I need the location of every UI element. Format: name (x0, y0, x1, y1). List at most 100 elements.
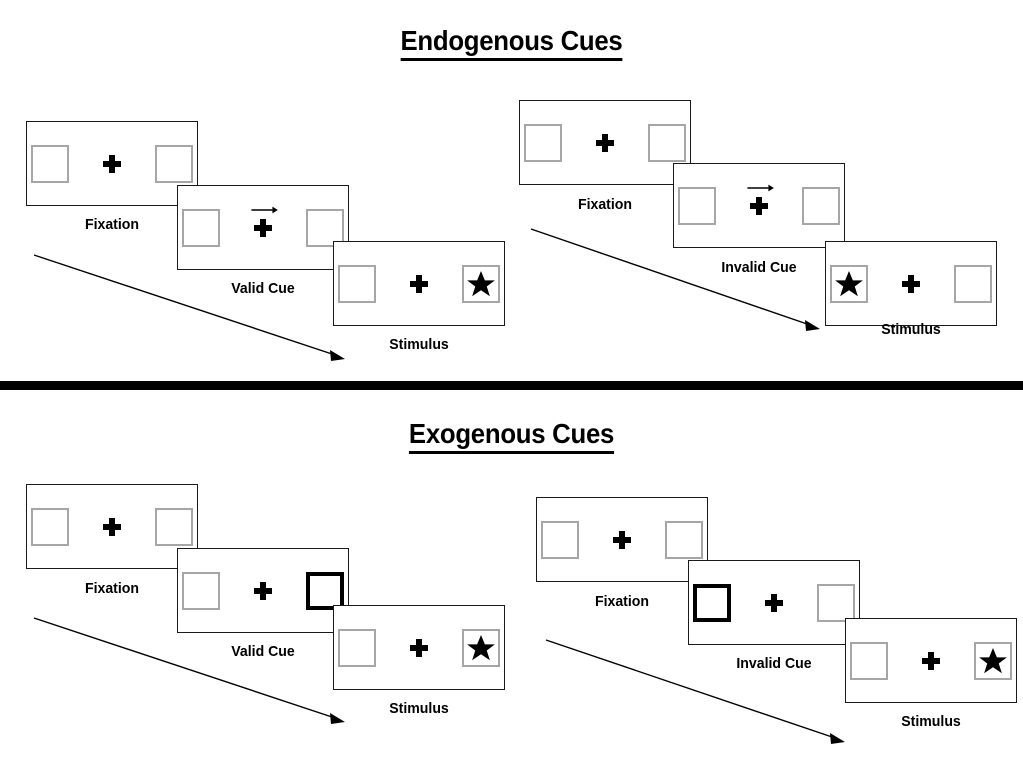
spacer (220, 590, 246, 591)
label-endogenous-valid-fixation: Fixation (84, 216, 140, 233)
label-endogenous-valid-cue: Valid Cue (231, 280, 295, 297)
panel-endogenous-valid-cue[interactable] (177, 185, 349, 270)
spacer (948, 660, 974, 661)
fixation-cross-wrap (246, 581, 280, 600)
section-title-endogenous: Endogenous Cues (41, 25, 982, 61)
fixation-cross-wrap (588, 133, 622, 152)
spacer (731, 602, 757, 603)
star-icon (467, 634, 495, 660)
spacer (280, 227, 306, 228)
star-icon (835, 270, 863, 296)
panel-endogenous-invalid-stimulus[interactable] (825, 241, 997, 326)
arrow-right-icon (747, 184, 774, 191)
section-divider (0, 381, 1023, 390)
fixation-cross-wrap (402, 638, 436, 657)
fixation-cross-wrap (95, 517, 129, 536)
panel-content (537, 498, 707, 581)
section-title-exogenous-text: Exogenous Cues (408, 418, 614, 454)
arrow-right-icon (251, 206, 278, 213)
spacer (69, 163, 95, 164)
spacer (280, 590, 306, 591)
panel-exogenous-invalid-stimulus[interactable] (845, 618, 1017, 703)
left-placeholder-box (338, 264, 376, 303)
spacer (888, 660, 914, 661)
panel-exogenous-invalid-fixation[interactable] (536, 497, 708, 582)
spacer (791, 602, 817, 603)
left-placeholder-box (541, 520, 579, 559)
plus-icon (902, 274, 920, 293)
label-endogenous-invalid-cue: Invalid Cue (721, 259, 797, 276)
right-target-box (974, 641, 1012, 680)
spacer (129, 526, 155, 527)
panel-content (674, 164, 844, 247)
panel-exogenous-valid-stimulus[interactable] (333, 605, 505, 690)
label-exogenous-invalid-stimulus: Stimulus (901, 713, 961, 730)
label-endogenous-invalid-fixation: Fixation (577, 196, 633, 213)
label-exogenous-valid-cue: Valid Cue (231, 643, 295, 660)
right-placeholder-box (665, 520, 703, 559)
label-endogenous-valid-stimulus: Stimulus (389, 336, 449, 353)
spacer (376, 647, 402, 648)
spacer (579, 539, 605, 540)
panel-endogenous-valid-stimulus[interactable] (333, 241, 505, 326)
spacer (622, 142, 648, 143)
plus-icon (410, 274, 428, 293)
panel-content (178, 549, 348, 632)
left-placeholder-box (524, 123, 562, 162)
spacer (716, 205, 742, 206)
fixation-cross-wrap (246, 206, 280, 237)
panel-content (27, 485, 197, 568)
spacer (436, 283, 462, 284)
left-placeholder-box (31, 144, 69, 183)
panel-content (846, 619, 1016, 702)
label-exogenous-invalid-cue: Invalid Cue (736, 655, 812, 672)
panel-content (689, 561, 859, 644)
panel-exogenous-invalid-cue[interactable] (688, 560, 860, 645)
left-placeholder-box (182, 571, 220, 610)
right-placeholder-box (648, 123, 686, 162)
fixation-cross-wrap (894, 274, 928, 293)
panel-exogenous-valid-fixation[interactable] (26, 484, 198, 569)
plus-icon (254, 218, 272, 237)
left-placeholder-box (31, 507, 69, 546)
spacer (69, 526, 95, 527)
panel-content (826, 242, 996, 325)
spacer (776, 205, 802, 206)
plus-icon (254, 581, 272, 600)
panel-content (178, 186, 348, 269)
spacer (928, 283, 954, 284)
spacer (376, 283, 402, 284)
right-placeholder-box (954, 264, 992, 303)
star-icon (979, 647, 1007, 673)
fixation-cross-wrap (757, 593, 791, 612)
right-target-box (462, 264, 500, 303)
panel-exogenous-valid-cue[interactable] (177, 548, 349, 633)
panel-content (334, 242, 504, 325)
left-placeholder-box (678, 186, 716, 225)
panel-endogenous-valid-fixation[interactable] (26, 121, 198, 206)
plus-icon (103, 517, 121, 536)
right-placeholder-box (306, 208, 344, 247)
plus-icon (410, 638, 428, 657)
right-placeholder-box (155, 507, 193, 546)
plus-icon (765, 593, 783, 612)
right-placeholder-box (817, 583, 855, 622)
label-exogenous-valid-stimulus: Stimulus (389, 700, 449, 717)
fixation-cross-wrap (914, 651, 948, 670)
label-exogenous-valid-fixation: Fixation (84, 580, 140, 597)
left-placeholder-box (182, 208, 220, 247)
star-icon (467, 270, 495, 296)
right-placeholder-box (155, 144, 193, 183)
section-title-exogenous: Exogenous Cues (41, 418, 982, 454)
label-exogenous-invalid-fixation: Fixation (594, 593, 650, 610)
plus-icon (103, 154, 121, 173)
plus-icon (922, 651, 940, 670)
panel-endogenous-invalid-cue[interactable] (673, 163, 845, 248)
section-title-endogenous-text: Endogenous Cues (400, 25, 623, 61)
fixation-cross-wrap (95, 154, 129, 173)
left-cued-box (693, 583, 731, 622)
fixation-cross-wrap (605, 530, 639, 549)
panel-endogenous-invalid-fixation[interactable] (519, 100, 691, 185)
panel-content (27, 122, 197, 205)
